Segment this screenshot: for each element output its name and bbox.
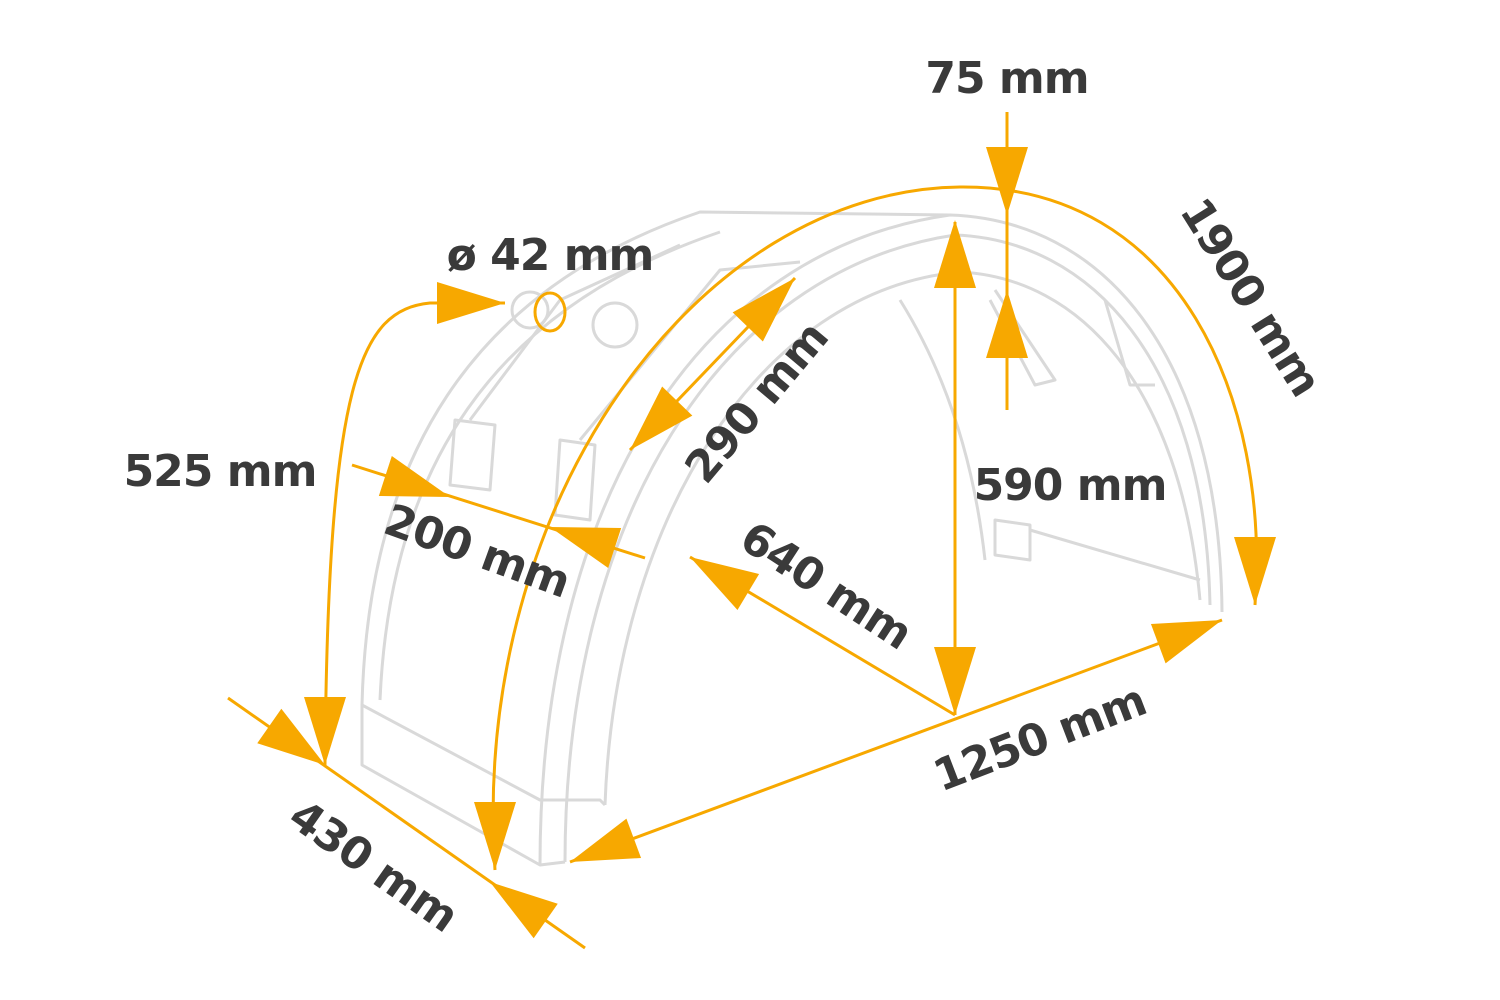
arrowhead-icon [490,882,558,939]
arrowhead-icon [304,697,346,765]
arrowhead-icon [474,802,516,870]
label-525mm: 525 mm [124,446,317,497]
dim-arc-1900 [491,185,1259,871]
arrowhead-icon [986,290,1028,358]
arrowhead-icon [550,527,622,568]
arrowhead-icon [690,557,760,611]
label-pipe-diameter: ø 42 mm [447,230,654,281]
label-590mm: 590 mm [974,460,1167,511]
label-1900mm: 1900 mm [1170,189,1331,405]
arrowhead-icon [986,147,1028,215]
arrowhead-icon [934,220,976,288]
label-290mm: 290 mm [675,312,838,493]
dimension-labels: 75 mm ø 42 mm 1900 mm 290 mm 525 mm 200 … [124,53,1331,942]
label-430mm: 430 mm [280,790,467,942]
arrowhead-icon [437,282,505,324]
dim-line-1250 [569,618,1223,864]
arrowhead-icon [630,386,693,450]
dimension-lines [227,112,1276,950]
label-200mm: 200 mm [378,494,577,608]
arrowhead-icon [1150,620,1222,664]
pipe-diameter-marker [533,291,567,333]
label-75mm: 75 mm [925,53,1088,104]
arrowhead-icon [732,278,795,342]
arrowhead-icon [934,647,976,715]
arrowhead-icon [257,708,325,765]
arrowhead-icon [1234,537,1276,605]
dim-arc-525 [323,301,505,766]
arrowhead-icon [570,818,642,862]
arrowhead-icon [378,456,450,497]
